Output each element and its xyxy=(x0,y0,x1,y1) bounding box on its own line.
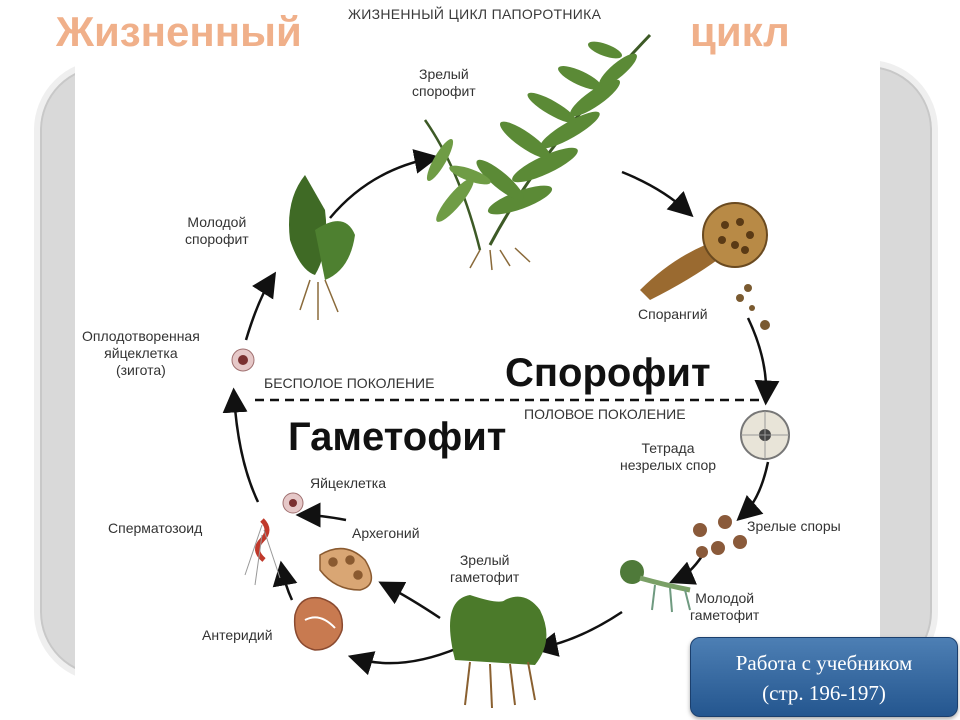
asexual-generation-label: БЕСПОЛОЕ ПОКОЛЕНИЕ xyxy=(260,375,439,391)
fern-frond-icon xyxy=(423,33,652,271)
gametophyte-label: Гаметофит xyxy=(288,415,507,459)
sporangium-icon xyxy=(640,202,770,330)
egg-cell-icon xyxy=(282,492,304,514)
label-archegonium: Архегоний xyxy=(352,525,420,541)
sporophyte-label: Спорофит xyxy=(505,351,711,395)
antheridium-icon xyxy=(293,596,344,651)
label-young-gametophyte: Молодой гаметофит xyxy=(690,590,760,623)
archegonium-icon xyxy=(319,547,373,591)
label-spermatozoid: Сперматозоид xyxy=(108,520,203,536)
label-young-sporophyte: Молодой спорофит xyxy=(185,214,249,247)
textbook-button-line1: Работа с учебником xyxy=(735,651,913,675)
young-gametophyte-icon xyxy=(620,560,691,613)
label-mature-gametophyte: Зрелый гаметофит xyxy=(450,552,520,585)
mature-gametophyte-icon xyxy=(450,595,547,709)
cycle-arrows xyxy=(222,149,780,676)
young-sporophyte-icon xyxy=(289,175,355,320)
mature-spores-icon xyxy=(693,515,747,558)
slide-title-left: Жизненный xyxy=(56,8,302,55)
label-zygote: Оплодотворенная яйцеклетка (зигота) xyxy=(82,328,200,378)
textbook-button-line2: (стр. 196-197) xyxy=(762,681,886,705)
textbook-button[interactable]: Работа с учебником (стр. 196-197) xyxy=(690,637,958,717)
zygote-icon xyxy=(231,348,255,372)
tetrad-icon xyxy=(740,410,790,460)
slide-title-right: цикл xyxy=(690,8,790,55)
label-mature-spores: Зрелые споры xyxy=(747,518,841,534)
label-mature-sporophyte: Зрелый спорофит xyxy=(412,66,476,99)
diagram-title: ЖИЗНЕННЫЙ ЦИКЛ ПАПОРОТНИКА xyxy=(348,6,602,22)
label-antheridium: Антеридий xyxy=(202,627,273,643)
label-egg-cell: Яйцеклетка xyxy=(310,475,386,491)
spermatozoid-icon xyxy=(244,518,281,586)
label-sporangium: Спорангий xyxy=(638,306,708,322)
label-tetrad: Тетрада незрелых спор xyxy=(620,440,717,473)
sexual-generation-label: ПОЛОВОЕ ПОКОЛЕНИЕ xyxy=(520,406,690,422)
